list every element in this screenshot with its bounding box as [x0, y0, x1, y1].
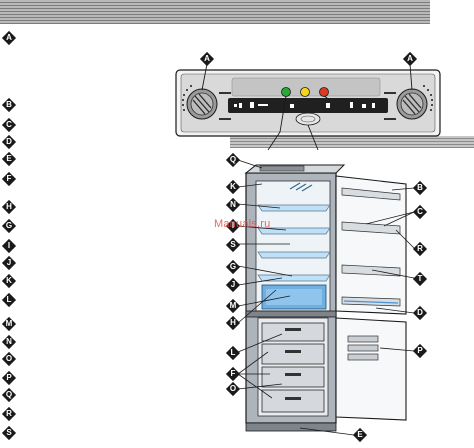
fridge-callout: S — [227, 239, 239, 251]
legend-marker: D — [3, 136, 15, 148]
callout-marker: K — [227, 181, 239, 193]
callout-marker: P — [414, 345, 426, 357]
fridge-callout: I — [227, 220, 239, 232]
legend-marker: E — [3, 153, 15, 165]
legend-marker: Q — [3, 389, 15, 401]
fridge-callout: J — [227, 279, 239, 291]
section-band — [230, 136, 474, 148]
fridge-callout: T — [414, 273, 426, 285]
legend-marker: F — [3, 173, 15, 185]
callout-marker: F — [227, 368, 239, 380]
refrigerator-body — [237, 159, 415, 436]
legend-marker: I — [3, 240, 15, 252]
fridge-callout: G — [227, 261, 239, 273]
legend-marker: P — [3, 372, 15, 384]
fridge-callout: K — [227, 181, 239, 193]
callout-marker: T — [414, 273, 426, 285]
callout-marker: N — [227, 199, 239, 211]
legend-marker: L — [3, 294, 15, 306]
legend-marker: B — [3, 99, 15, 111]
panel-callout: A — [404, 53, 416, 65]
fridge-callout: C — [414, 206, 426, 218]
legend-marker: O — [3, 353, 15, 365]
callout-marker: J — [227, 279, 239, 291]
callout-marker: Q — [227, 154, 239, 166]
callout-marker: E — [354, 429, 366, 441]
panel-callout: A — [201, 53, 213, 65]
callout-marker: L — [227, 347, 239, 359]
legend-marker: H — [3, 201, 15, 213]
fridge-callout: N — [227, 199, 239, 211]
callout-marker: G — [227, 261, 239, 273]
callout-marker: R — [414, 243, 426, 255]
red-indicator-light — [319, 87, 329, 97]
fridge-callout: P — [414, 345, 426, 357]
fridge-callout: E — [354, 429, 366, 441]
callout-marker: B — [414, 182, 426, 194]
fridge-callout: Q — [227, 154, 239, 166]
watermark: Manuals.ru — [214, 218, 271, 230]
header-band — [0, 0, 430, 24]
legend-marker: N — [3, 336, 15, 348]
legend-column: A B C D E F H G I J K L M N O P Q R S — [0, 0, 20, 448]
callout-marker: I — [227, 220, 239, 232]
fridge-callout: H — [227, 317, 239, 329]
callout-marker: D — [414, 307, 426, 319]
legend-marker: G — [3, 220, 15, 232]
legend-marker: R — [3, 408, 15, 420]
control-panel — [175, 63, 441, 151]
legend-marker: J — [3, 257, 15, 269]
callout-marker: M — [227, 300, 239, 312]
callout-marker: A — [404, 53, 416, 65]
callout-marker: O — [227, 383, 239, 395]
legend-marker: A — [3, 32, 15, 44]
callout-marker: S — [227, 239, 239, 251]
right-thermostat-knob — [396, 85, 433, 120]
fridge-callout: F — [227, 368, 239, 380]
callout-marker: H — [227, 317, 239, 329]
fridge-callout: R — [414, 243, 426, 255]
legend-marker: M — [3, 318, 15, 330]
callout-marker: C — [414, 206, 426, 218]
legend-marker: S — [3, 427, 15, 439]
fridge-callout: O — [227, 383, 239, 395]
legend-marker: C — [3, 119, 15, 131]
left-thermostat-knob — [182, 85, 218, 120]
fridge-callout: L — [227, 347, 239, 359]
yellow-indicator-light — [300, 87, 310, 97]
legend-marker: K — [3, 275, 15, 287]
callout-marker: A — [201, 53, 213, 65]
lamp-lens — [295, 112, 321, 126]
fridge-callout: B — [414, 182, 426, 194]
fridge-callout: D — [414, 307, 426, 319]
fridge-callout: M — [227, 300, 239, 312]
green-indicator-light — [281, 87, 291, 97]
